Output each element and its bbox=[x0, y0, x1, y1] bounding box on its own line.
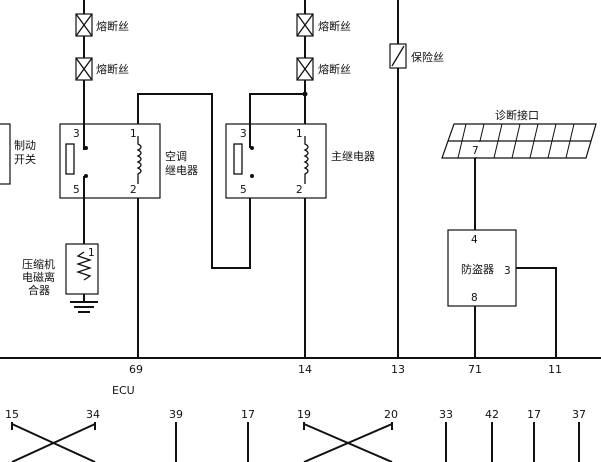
left-fuse-column: 熔断丝 熔断丝 bbox=[75, 0, 129, 126]
fuse-left-top-label: 熔断丝 bbox=[96, 19, 129, 33]
diagnostic-port-label: 诊断接口 bbox=[495, 108, 539, 122]
bottom-pin: 33 bbox=[439, 408, 453, 421]
right-fuse-column: 保险丝 bbox=[389, 0, 444, 358]
main-relay-pin-2: 2 bbox=[296, 184, 303, 196]
fuse-mid-top-icon bbox=[296, 13, 314, 37]
bottom-pin: 39 bbox=[169, 408, 183, 421]
compressor-pin-1: 1 bbox=[88, 247, 95, 259]
ac-relay: 3 5 1 2 空调 继电器 bbox=[59, 123, 198, 199]
fuse-left-bottom-label: 熔断丝 bbox=[96, 62, 129, 76]
bottom-pin: 19 bbox=[297, 408, 311, 421]
bottom-pin: 17 bbox=[241, 408, 255, 421]
main-relay-label: 主继电器 bbox=[331, 150, 375, 163]
main-relay-coil-icon bbox=[303, 136, 309, 184]
bottom-pin: 15 bbox=[5, 408, 19, 421]
ecu-pin-71: 71 bbox=[468, 363, 482, 376]
brake-switch-label-1: 制动 bbox=[14, 139, 36, 152]
immobilizer-label: 防盗器 bbox=[461, 262, 494, 276]
diagnostic-port-pin-7: 7 bbox=[472, 145, 479, 157]
ecu-pin-14: 14 bbox=[298, 363, 312, 376]
compressor-coil-icon bbox=[75, 251, 93, 281]
ecu-bus: 69 14 13 71 11 ECU bbox=[0, 357, 601, 397]
bottom-pin: 42 bbox=[485, 408, 499, 421]
compressor-label-2: 电磁离 bbox=[22, 270, 55, 284]
bottom-connector-row: 15 34 39 17 19 20 33 42 17 37 bbox=[5, 408, 586, 462]
main-relay-pin-1: 1 bbox=[296, 128, 303, 140]
compressor-label-3: 合器 bbox=[28, 283, 50, 297]
fuse-right-label: 保险丝 bbox=[411, 50, 444, 64]
ac-relay-label-2: 继电器 bbox=[165, 164, 198, 177]
ecu-pin-69: 69 bbox=[129, 363, 143, 376]
fuse-right-icon bbox=[389, 43, 407, 69]
ac-relay-coil-icon bbox=[136, 136, 142, 184]
bottom-pin: 20 bbox=[384, 408, 398, 421]
fuse-mid-top-label: 熔断丝 bbox=[318, 19, 351, 33]
ac-relay-contact-icon bbox=[65, 143, 75, 175]
immobilizer: 4 3 8 防盗器 bbox=[447, 229, 517, 307]
immobilizer-pin-3: 3 bbox=[504, 265, 511, 277]
fuse-left-top-icon bbox=[75, 13, 93, 37]
bottom-pin: 17 bbox=[527, 408, 541, 421]
ac-relay-pin-5: 5 bbox=[73, 184, 80, 196]
compressor-label-1: 压缩机 bbox=[22, 257, 55, 271]
brake-switch: 制动 开关 bbox=[0, 123, 36, 185]
ground-icon bbox=[70, 301, 98, 313]
main-relay: 3 5 1 2 主继电器 bbox=[225, 123, 375, 199]
ecu-pin-11: 11 bbox=[548, 363, 562, 376]
ac-relay-to-main-relay-wire bbox=[137, 93, 251, 269]
main-relay-pin-5: 5 bbox=[240, 184, 247, 196]
main-relay-pin-3: 3 bbox=[240, 128, 247, 140]
ac-relay-pin-2: 2 bbox=[130, 184, 137, 196]
ac-relay-pin-3: 3 bbox=[73, 128, 80, 140]
brake-switch-label-2: 开关 bbox=[14, 152, 36, 166]
immobilizer-pin-8: 8 bbox=[471, 292, 478, 304]
immobilizer-to-ecu-11-wire bbox=[516, 267, 557, 358]
ecu-label: ECU bbox=[112, 384, 135, 397]
bottom-pin: 34 bbox=[86, 408, 100, 421]
middle-fuse-column: 熔断丝 熔断丝 bbox=[249, 0, 351, 124]
fuse-left-bottom-icon bbox=[75, 57, 93, 81]
ecu-pin-13: 13 bbox=[391, 363, 405, 376]
compressor-clutch: 1 压缩机 电磁离 合器 bbox=[22, 198, 99, 313]
fuse-mid-bottom-label: 熔断丝 bbox=[318, 62, 351, 76]
main-relay-contact-icon bbox=[233, 143, 243, 175]
bottom-pin: 37 bbox=[572, 408, 586, 421]
immobilizer-pin-4: 4 bbox=[471, 234, 478, 246]
diagnostic-port: 7 诊断接口 bbox=[441, 108, 597, 159]
fuse-mid-bottom-icon bbox=[296, 57, 314, 81]
ac-relay-pin-1: 1 bbox=[130, 128, 137, 140]
ac-relay-label-1: 空调 bbox=[165, 149, 187, 163]
